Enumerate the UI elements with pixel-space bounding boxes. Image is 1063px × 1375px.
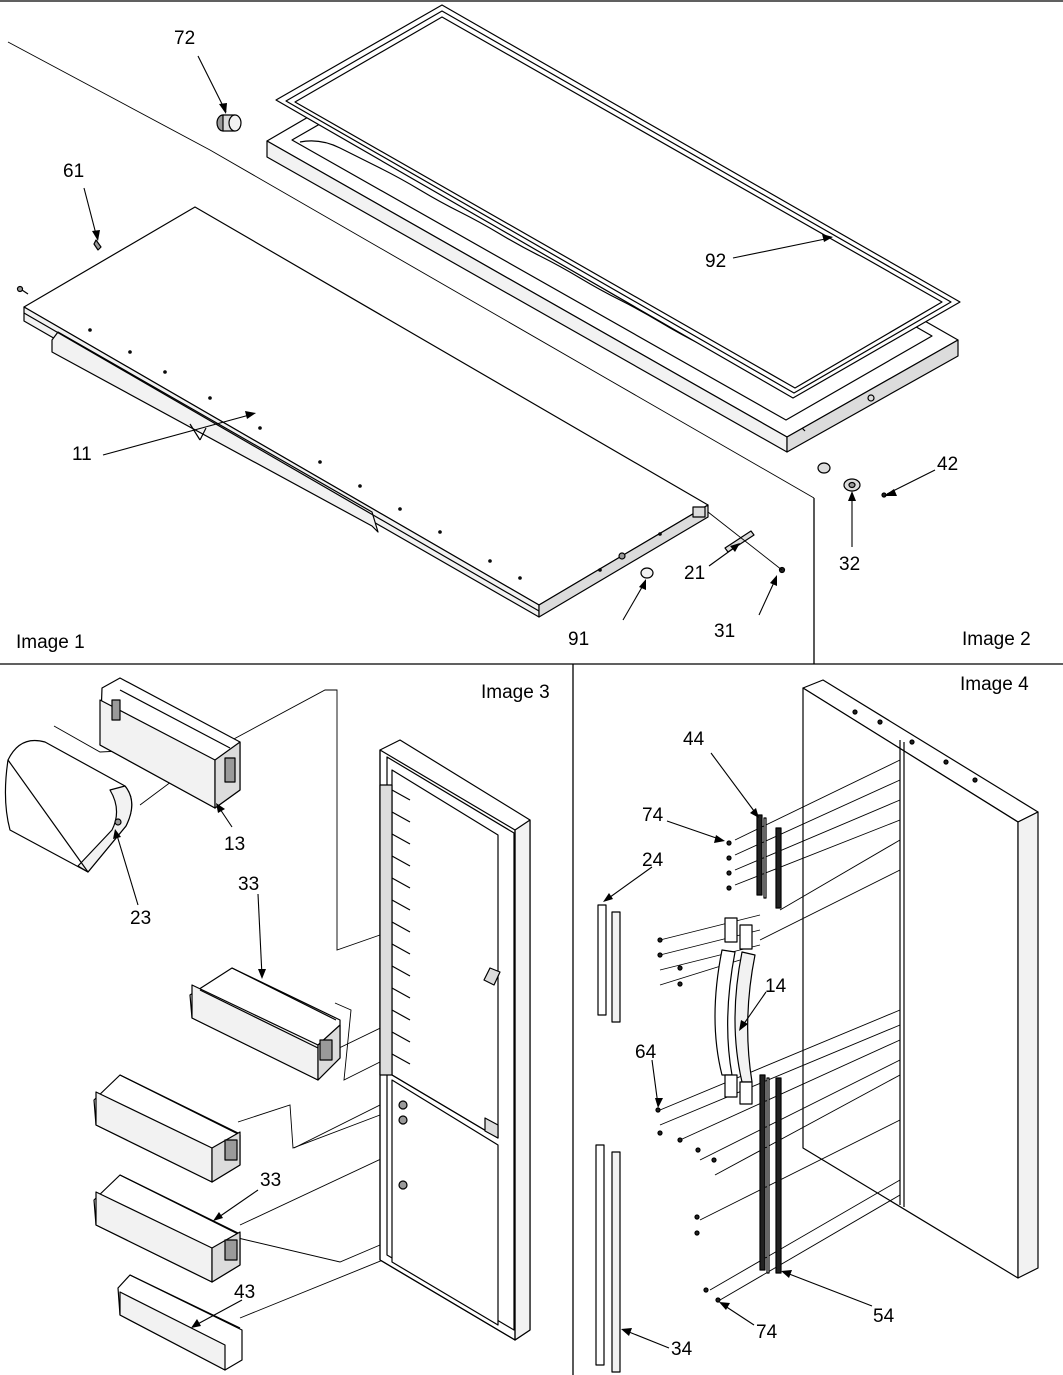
trim-54 (759, 1074, 782, 1274)
callout-23: 23 (130, 908, 151, 929)
dairy-bin-13 (99, 677, 241, 809)
hinge-bushing (817, 462, 831, 474)
plug-91 (640, 567, 654, 579)
door-bin-43 (117, 1274, 243, 1371)
callout-14: 14 (765, 976, 787, 997)
guide-21-31 (707, 511, 783, 571)
panel-holes (88, 328, 662, 580)
callout-34: 34 (671, 1339, 693, 1360)
callout-44: 44 (683, 729, 705, 750)
callout-91: 91 (568, 629, 589, 650)
callout-54: 54 (873, 1306, 895, 1327)
door-shelf-rails (379, 784, 411, 1190)
door-stop-21 (724, 530, 755, 553)
door-handle-14 (714, 917, 756, 1105)
callout-61: 61 (63, 161, 84, 182)
callout-43: 43 (234, 1282, 255, 1303)
door-bin-33-upper (189, 967, 341, 1081)
trim-44 (756, 814, 782, 909)
screw-61 (93, 239, 102, 251)
callout-72: 72 (174, 28, 195, 49)
callout-92: 92 (705, 251, 726, 272)
callout-leaders-image-4 (603, 752, 873, 1349)
panel-title-image-3: Image 3 (481, 682, 550, 703)
panel-title-image-1: Image 1 (16, 632, 85, 653)
callout-11: 11 (72, 444, 92, 465)
screw-left (16, 285, 29, 295)
callout-leaders-top (83, 55, 936, 621)
panel-title-image-4: Image 4 (960, 674, 1029, 695)
callout-33-upper: 33 (238, 874, 259, 895)
door-bin-33-lower (93, 1174, 241, 1283)
callout-leaders-image-3 (113, 803, 266, 1328)
door-panel (23, 206, 709, 618)
trim-34 (595, 1144, 621, 1373)
door-inner-liner (379, 739, 531, 1341)
panel-title-image-2: Image 2 (962, 629, 1031, 650)
trim-24 (597, 904, 621, 1023)
callout-64: 64 (635, 1042, 657, 1063)
screws-74-lower (694, 1214, 721, 1303)
dairy-cover-23 (4, 739, 133, 873)
screws-64 (655, 937, 717, 1163)
door-gasket (275, 4, 961, 399)
callout-33-lower: 33 (260, 1170, 281, 1191)
callout-13: 13 (224, 834, 245, 855)
callout-21: 21 (684, 563, 705, 584)
callout-74-lower: 74 (756, 1322, 778, 1343)
hinge-pin-32 (843, 478, 861, 492)
callout-32: 32 (839, 554, 860, 575)
callout-74-upper: 74 (642, 805, 664, 826)
screw-42 (881, 492, 887, 498)
callout-31: 31 (714, 621, 735, 642)
bushing-72 (216, 114, 242, 132)
callout-42: 42 (937, 454, 958, 475)
door-bin-middle (93, 1074, 241, 1183)
assembly-guide-line (7, 41, 815, 499)
screws-74-upper (726, 840, 732, 891)
door-outer-panel (802, 679, 1039, 1279)
callout-24: 24 (642, 850, 664, 871)
